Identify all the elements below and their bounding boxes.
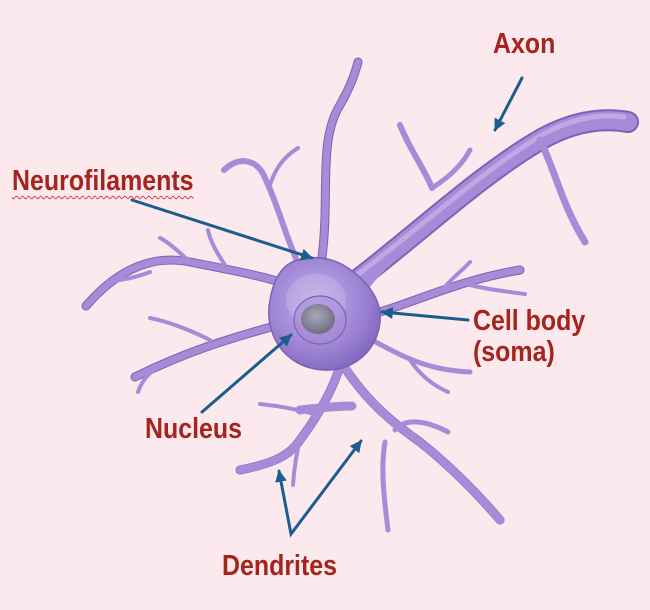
axon-collateral bbox=[536, 136, 589, 246]
axon-collateral bbox=[429, 147, 473, 191]
dendrite-left-branch bbox=[158, 236, 192, 264]
arrow-cell-body bbox=[380, 307, 470, 322]
dendrite-right-upper bbox=[362, 245, 411, 293]
axon bbox=[343, 111, 637, 293]
dendrite-top-left-branch bbox=[268, 146, 300, 187]
dendrite-left-lower-branch bbox=[148, 316, 212, 342]
arrow-axon bbox=[493, 76, 524, 132]
dendrite-top-left bbox=[221, 158, 303, 271]
dendrite-lower-right-branch bbox=[408, 358, 450, 394]
dendrite-bottom-stub bbox=[295, 401, 357, 415]
dendrite-left-branch bbox=[106, 270, 152, 284]
dendrite-bottom-right bbox=[341, 364, 504, 524]
axon-highlight bbox=[353, 113, 627, 279]
neurofilaments-label: Neurofilaments bbox=[12, 165, 194, 197]
dendrite-top bbox=[318, 58, 362, 261]
cell-body-label-line2: (soma) bbox=[473, 336, 555, 368]
dendrite-right-branch bbox=[468, 283, 527, 296]
dendrite-bottom-right-branch bbox=[380, 439, 391, 533]
axon-label: Axon bbox=[493, 28, 556, 60]
nucleus-label: Nucleus bbox=[145, 413, 243, 445]
dendrites-label: Dendrites bbox=[222, 550, 338, 582]
dendrite-bottom-branch bbox=[258, 402, 320, 417]
dendrite-right-branch bbox=[438, 260, 472, 294]
axon-collateral bbox=[397, 122, 435, 191]
pointer-arrows bbox=[130, 76, 524, 538]
neuron-branches bbox=[82, 58, 637, 533]
cell-body-label-line1: Cell body bbox=[473, 305, 586, 337]
arrow-dendrites bbox=[275, 439, 363, 538]
arrow-neurofilaments bbox=[130, 198, 314, 261]
arrow-nucleus bbox=[200, 333, 293, 414]
nucleolus bbox=[301, 304, 335, 334]
dendrite-bottom-right-branch bbox=[392, 419, 451, 435]
cell-body-label: Cell body (soma) bbox=[473, 306, 585, 368]
dendrite-left-branch bbox=[206, 228, 227, 267]
dendrite-left-lower-branch bbox=[136, 363, 162, 394]
dendrite-lower-right bbox=[369, 337, 473, 375]
